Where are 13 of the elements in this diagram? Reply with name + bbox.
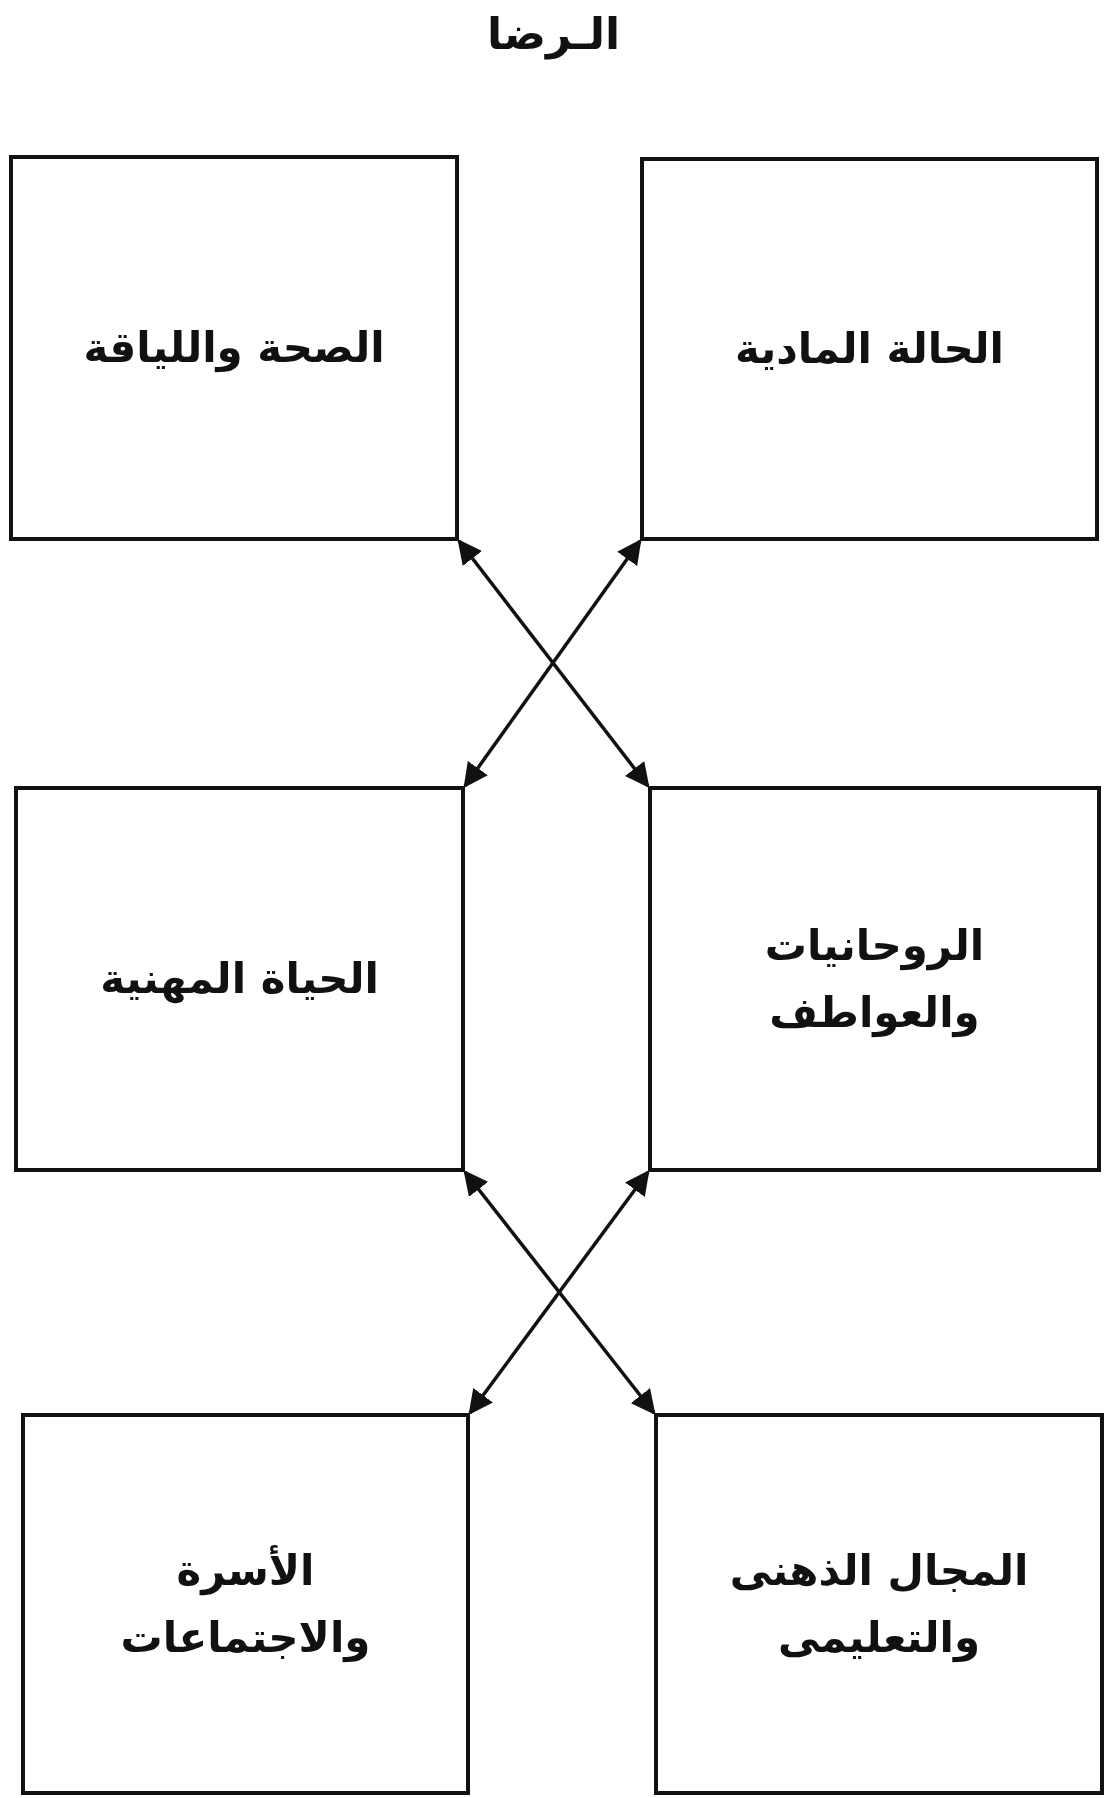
title: الـرضا — [486, 8, 621, 59]
category-box — [640, 157, 1099, 541]
category-box — [654, 1413, 1104, 1795]
category-box — [14, 786, 465, 1172]
category-label: الروحانيات والعواطف — [763, 919, 986, 1040]
category-box — [648, 786, 1101, 1172]
category-label: الحالة المادية — [735, 323, 1004, 376]
category-box — [9, 155, 459, 541]
category-box — [21, 1413, 470, 1795]
category-label: الأسرة والاجتماعات — [119, 1544, 372, 1665]
category-label: الصحة واللياقة — [83, 322, 385, 375]
category-label: الحياة المهنية — [100, 953, 379, 1006]
category-label: المجال الذهنى والتعليمى — [728, 1544, 1030, 1665]
